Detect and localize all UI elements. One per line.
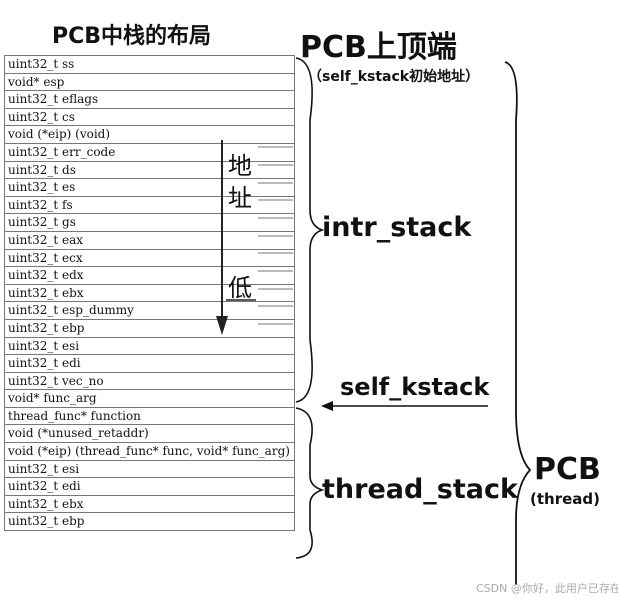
- pcb-top-subtitle: （self_kstack初始地址）: [308, 69, 480, 85]
- stack-row: uint32_t ebx: [5, 496, 294, 514]
- stack-row: uint32_t eflags: [5, 91, 294, 109]
- pcb-brace: [504, 61, 532, 585]
- stack-row: void (*eip) (void): [5, 126, 294, 144]
- stack-row: uint32_t edx: [5, 267, 294, 285]
- stack-row: uint32_t ebp: [5, 513, 294, 532]
- stack-row: void (*unused_retaddr): [5, 425, 294, 444]
- address-char-2: 址: [228, 184, 252, 212]
- address-char-3: 低: [228, 274, 252, 302]
- thread-stack-label: thread_stack: [322, 474, 518, 505]
- stack-row: uint32_t edi: [5, 478, 294, 496]
- row-extension-lines: [258, 146, 293, 325]
- stack-row: uint32_t fs: [5, 197, 294, 215]
- stack-row: uint32_t esi: [5, 461, 294, 479]
- stack-row: uint32_t ecx: [5, 250, 294, 268]
- self-kstack-label: self_kstack: [340, 373, 490, 401]
- stack-row: uint32_t vec_no: [5, 373, 294, 391]
- page-title: PCB中栈的布局: [52, 24, 212, 49]
- stack-table: uint32_t ss void* esp uint32_t eflags ui…: [4, 55, 295, 532]
- stack-row: uint32_t edi: [5, 355, 294, 373]
- pcb-top-title: PCB上顶端: [300, 30, 457, 65]
- stack-row: uint32_t ds: [5, 162, 294, 180]
- stack-row: uint32_t eax: [5, 232, 294, 250]
- stack-row: void* esp: [5, 74, 294, 92]
- stack-row: uint32_t gs: [5, 214, 294, 232]
- pcb-label: PCB: [534, 452, 601, 487]
- self-kstack-arrow-head: [321, 401, 333, 411]
- stack-row: uint32_t cs: [5, 109, 294, 127]
- stack-row: uint32_t esi: [5, 338, 294, 356]
- stack-row: uint32_t ss: [5, 56, 294, 74]
- watermark: CSDN @你好，此用户已存在: [476, 582, 618, 595]
- stack-row: uint32_t ebp: [5, 320, 294, 338]
- intr-stack-label: intr_stack: [322, 212, 472, 243]
- stack-row: void (*eip) (thread_func* func, void* fu…: [5, 443, 294, 461]
- stack-row: void* func_arg: [5, 390, 294, 408]
- intr-stack-brace: [295, 57, 325, 403]
- stack-row: uint32_t esp_dummy: [5, 302, 294, 320]
- address-char-1: 地: [228, 152, 252, 180]
- pcb-sub-label: (thread): [530, 490, 600, 508]
- stack-row: uint32_t err_code: [5, 144, 294, 162]
- stack-row: uint32_t es: [5, 179, 294, 197]
- address-arrow-head: [216, 316, 228, 335]
- thread-stack-brace: [295, 407, 325, 559]
- stack-row: thread_func* function: [5, 408, 294, 426]
- stack-row: uint32_t ebx: [5, 285, 294, 303]
